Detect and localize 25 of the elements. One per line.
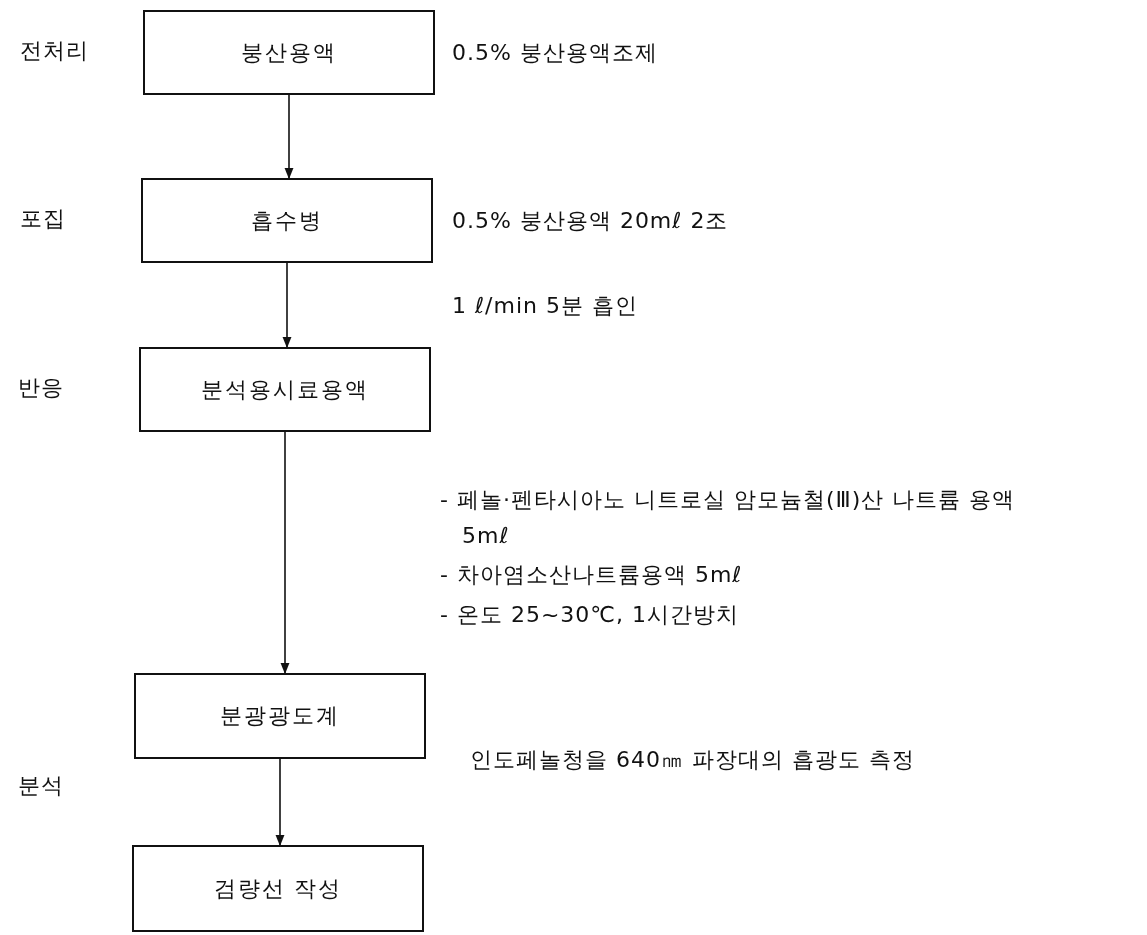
step-label: 붕산용액 xyxy=(241,38,337,67)
step-label: 분광광도계 xyxy=(220,702,340,730)
arrow xyxy=(284,94,294,180)
note-text: - 페놀·펜타시아노 니트로실 암모늄철(Ⅲ)산 나트륨 용액 5mℓ xyxy=(440,486,1017,550)
process-box xyxy=(132,845,424,932)
arrow xyxy=(282,262,292,349)
note-text: - 온도 25~30℃, 1시간방치 xyxy=(440,601,740,629)
step-note: 0.5% 붕산용액 20mℓ 2조 xyxy=(452,207,729,235)
stage-label: 반응 xyxy=(18,374,64,402)
step-note: 0.5% 붕산용액조제 xyxy=(452,39,658,67)
step-label: 검량선 작성 xyxy=(213,874,343,903)
note-text: - 차아염소산나트륨용액 5mℓ xyxy=(440,561,743,589)
process-box xyxy=(134,673,426,759)
step-label: 분석용시료용액 xyxy=(201,375,369,404)
process-box xyxy=(141,178,433,263)
arrow xyxy=(280,431,290,675)
step-label: 흡수병 xyxy=(251,206,323,235)
note-text: 1 ℓ/min 5분 흡인 xyxy=(452,292,638,320)
stage-label: 분석 xyxy=(18,772,64,800)
arrow xyxy=(275,758,285,847)
process-box xyxy=(143,10,435,95)
process-box xyxy=(139,347,431,432)
stage-label: 포집 xyxy=(20,205,66,233)
stage-label: 전처리 xyxy=(20,37,89,65)
note-text: 인도페놀청을 640㎚ 파장대의 흡광도 측정 xyxy=(470,746,915,774)
